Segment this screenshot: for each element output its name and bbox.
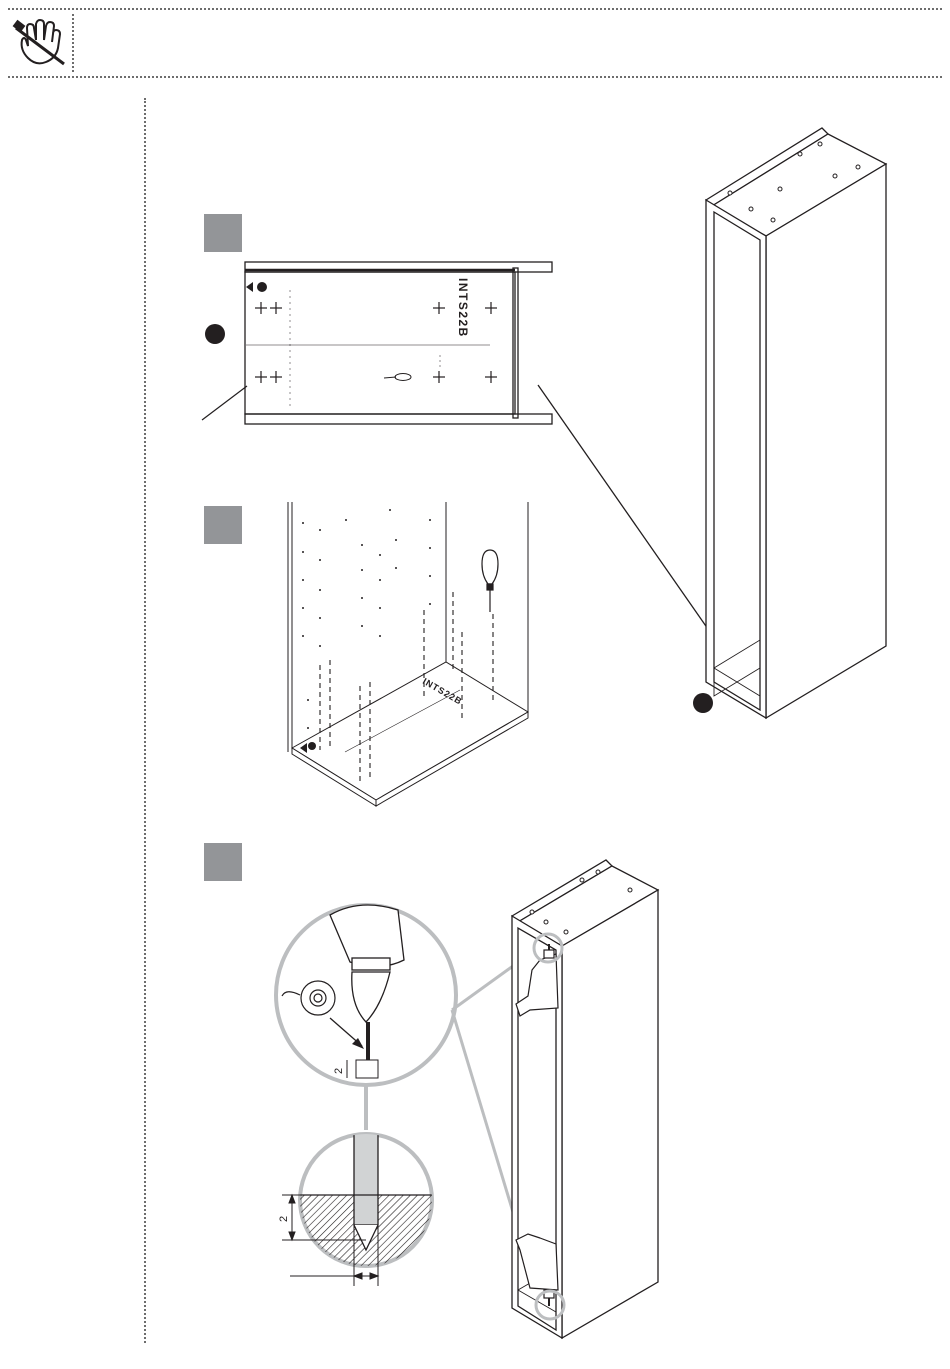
drill-depth-label-detail: 2 bbox=[278, 1216, 290, 1222]
tall-cabinet bbox=[706, 128, 886, 718]
callout-arrow-left bbox=[202, 386, 247, 420]
magnifier-top bbox=[276, 905, 456, 1085]
awl-icon bbox=[384, 374, 411, 381]
cabinet-interior-view bbox=[288, 502, 528, 806]
drill-depth-label-top: 2 bbox=[333, 1068, 345, 1074]
magnifier-bottom bbox=[296, 1130, 436, 1275]
panel-top-view bbox=[245, 262, 552, 424]
orientation-marker bbox=[246, 282, 267, 292]
awl-icon-step2 bbox=[482, 550, 498, 612]
panel-code-label: INTS22B bbox=[456, 278, 470, 338]
